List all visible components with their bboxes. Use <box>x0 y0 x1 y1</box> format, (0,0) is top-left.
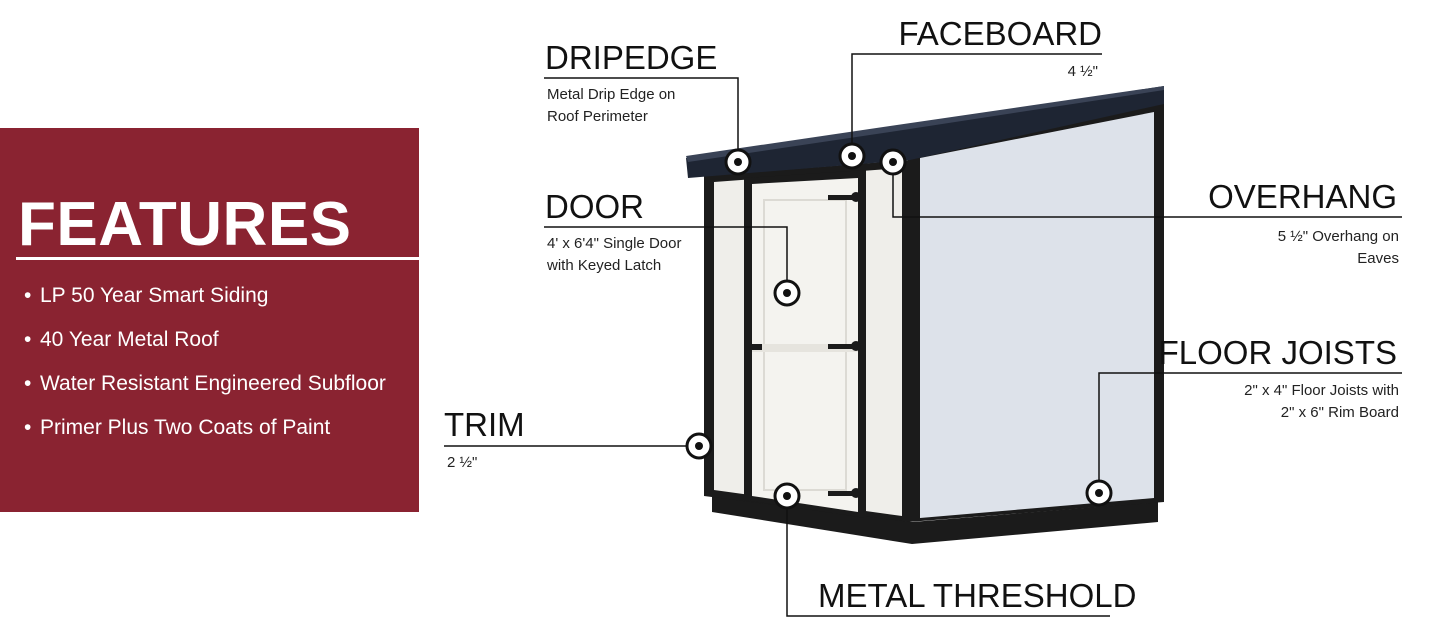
shed-side-panel <box>920 112 1154 518</box>
target-icon <box>773 482 801 510</box>
overhang-heading: OVERHANG <box>1208 178 1397 215</box>
overhang-description: 5 ½" Overhang on Eaves <box>1277 228 1399 267</box>
door-leader <box>544 226 788 293</box>
feature-item: •LP 50 Year Smart Siding <box>24 284 269 307</box>
shed-base <box>712 493 1158 544</box>
door-heading: DOOR <box>545 188 644 225</box>
hinge <box>828 491 858 496</box>
shed-roof <box>686 86 1164 178</box>
callout-markers <box>685 142 1113 510</box>
features-list: •LP 50 Year Smart Siding •40 Year Metal … <box>24 274 386 450</box>
faceboard-description: 4 ½" <box>1067 63 1098 80</box>
feature-item: •40 Year Metal Roof <box>24 328 219 351</box>
target-icon <box>879 148 907 176</box>
dripedge-description: Metal Drip Edge on Roof Perimeter <box>547 86 676 125</box>
hinge <box>828 344 858 349</box>
door-description: 4' x 6'4" Single Door with Keyed Latch <box>547 235 682 274</box>
floor-joists-leader <box>1098 372 1402 493</box>
features-panel: FEATURES •LP 50 Year Smart Siding •40 Ye… <box>0 128 419 512</box>
floor-joists-description: 2" x 4" Floor Joists with 2" x 6" Rim Bo… <box>1244 382 1399 421</box>
feature-item: •Water Resistant Engineered Subfloor <box>24 372 386 395</box>
faceboard-heading: FACEBOARD <box>898 15 1102 52</box>
features-divider <box>16 257 419 260</box>
door-latch <box>752 344 762 350</box>
feature-item: •Primer Plus Two Coats of Paint <box>24 416 331 439</box>
target-icon <box>724 148 752 176</box>
features-title: FEATURES <box>18 190 352 259</box>
hinge <box>828 195 858 200</box>
dripedge-leader <box>544 77 739 162</box>
dripedge-heading: DRIPEDGE <box>545 39 718 76</box>
target-icon <box>685 432 713 460</box>
floor-joists-heading: FLOOR JOISTS <box>1158 334 1397 371</box>
overhang-leader <box>892 162 1402 218</box>
metal-threshold-heading: METAL THRESHOLD <box>818 577 1137 614</box>
roof-edge <box>686 86 1164 162</box>
target-icon <box>773 279 801 307</box>
faceboard-leader <box>851 53 1102 156</box>
target-icon <box>838 142 866 170</box>
trim-heading: TRIM <box>444 406 525 443</box>
door-rail <box>752 344 858 352</box>
metal-threshold-leader <box>786 496 1110 617</box>
trim-description: 2 ½" <box>447 454 478 471</box>
callout-lines <box>444 53 1402 617</box>
target-icon <box>1085 479 1113 507</box>
